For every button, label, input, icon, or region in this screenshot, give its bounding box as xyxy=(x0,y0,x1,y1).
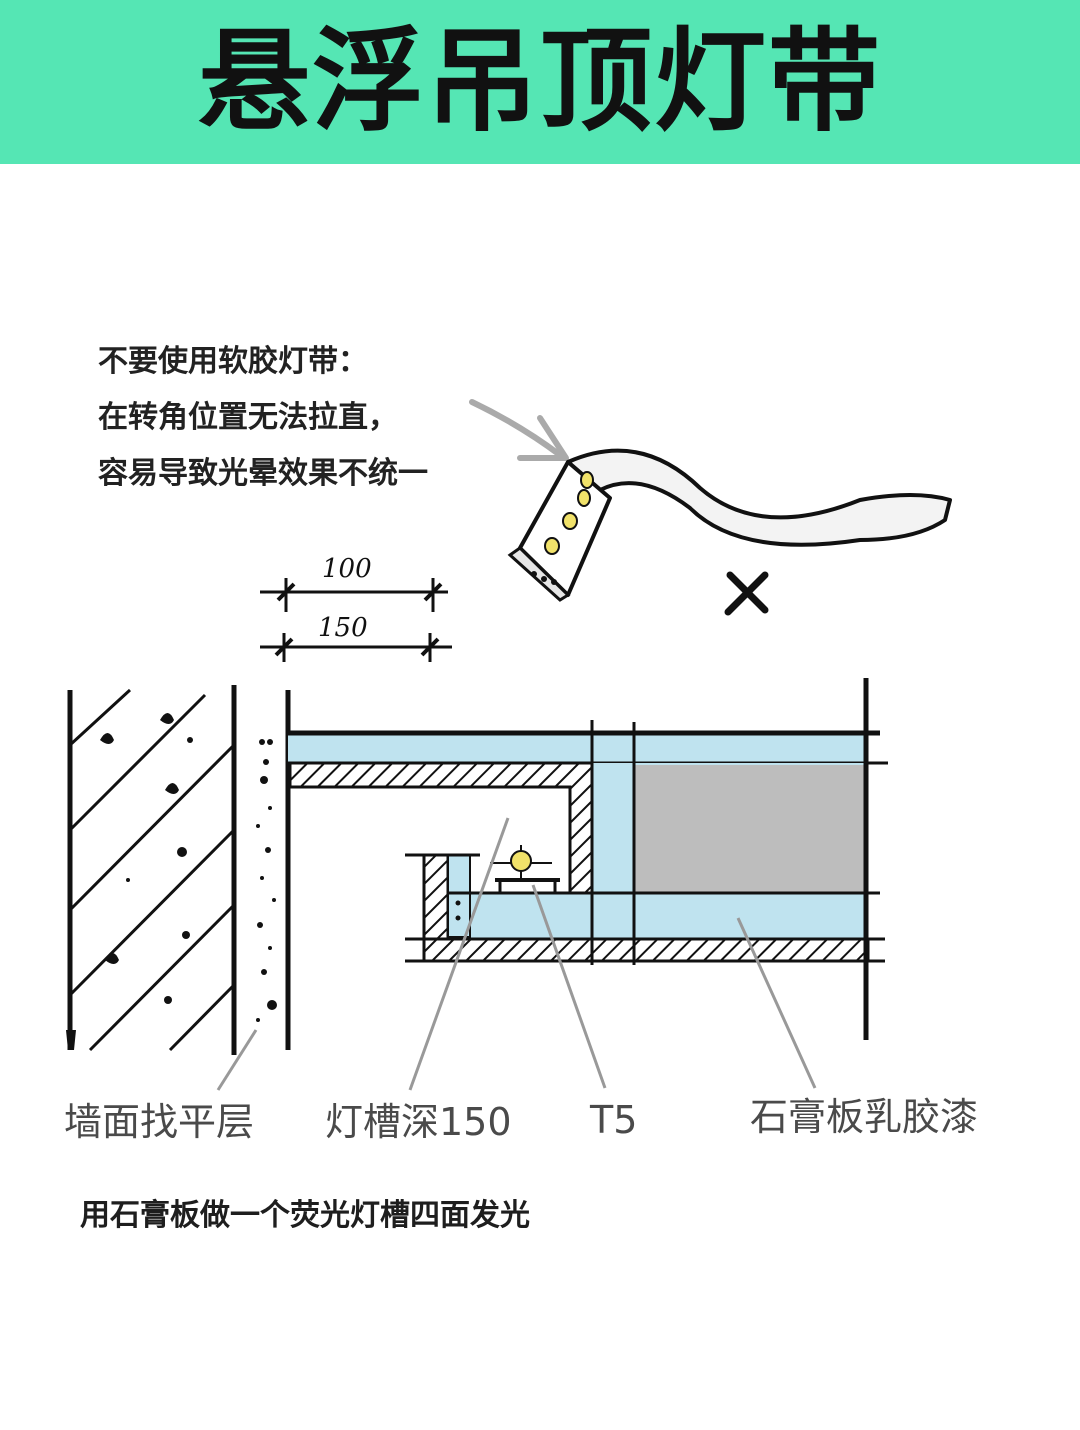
wall-section xyxy=(66,685,237,1055)
dimension-label-100: 100 xyxy=(322,554,372,584)
title-banner: 悬浮吊顶灯带 xyxy=(0,0,1080,164)
dimension-label-150: 150 xyxy=(318,613,368,643)
bottom-caption: 用石膏板做一个荧光灯槽四面发光 xyxy=(80,1198,530,1233)
leveling-layer xyxy=(256,690,291,1050)
page-title: 悬浮吊顶灯带 xyxy=(198,17,882,147)
label-slot-depth: 灯槽深150 xyxy=(325,1100,512,1144)
label-wall-leveling: 墙面找平层 xyxy=(64,1100,255,1144)
note-line: 容易导致光晕效果不统一 xyxy=(98,456,428,491)
dimension-150: 150 xyxy=(260,613,452,662)
label-gypsum: 石膏板乳胶漆 xyxy=(750,1095,979,1139)
light-slot-tray xyxy=(405,853,885,963)
t5-lamp-icon xyxy=(490,845,560,893)
note-line: 在转角位置无法拉直， xyxy=(98,400,398,435)
soft-led-strip-illustration xyxy=(507,448,952,602)
arrow-icon xyxy=(469,399,569,461)
warning-note: 不要使用软胶灯带： 在转角位置无法拉直， 容易导致光晕效果不统一 xyxy=(98,334,428,502)
note-line: 不要使用软胶灯带： xyxy=(98,344,368,379)
ceiling-slab xyxy=(288,730,888,765)
leader-lines xyxy=(216,817,817,1091)
label-t5: T5 xyxy=(590,1098,638,1142)
dimension-100: 100 xyxy=(260,554,448,612)
wrong-mark-icon xyxy=(724,571,769,616)
ceiling-gray-fill xyxy=(634,765,866,893)
